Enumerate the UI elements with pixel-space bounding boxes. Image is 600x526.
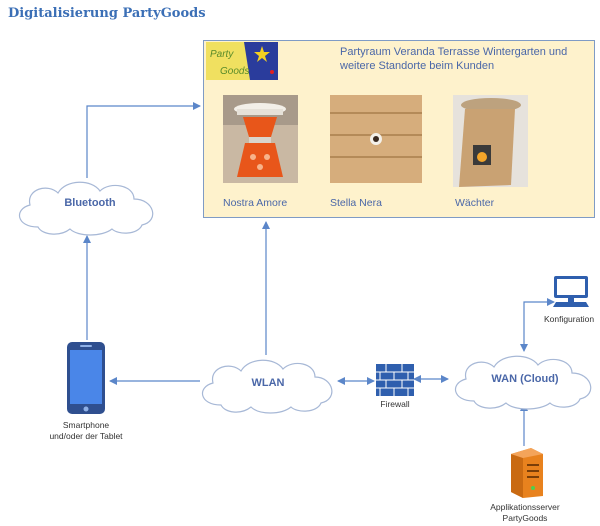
venue-line-2: weitere Standorte beim Kunden [340,60,495,72]
firewall-icon [376,364,414,396]
product-image-stella-nera [330,95,422,183]
cloud-label-wlan: WLAN [251,377,285,389]
cloud-label-bluetooth: Bluetooth [64,197,116,209]
venue-line-1: Partyraum Veranda Terrasse Wintergarten … [340,46,568,58]
product-label-nostra-amore: Nostra Amore [223,197,288,209]
server-label-line-1: Applikationsserver [490,502,560,512]
product-image-waechter [453,95,528,187]
partygoods-logo: Party Goods [206,42,278,80]
firewall-label: Firewall [380,399,410,409]
server-label-line-2: PartyGoods [502,513,548,523]
server-label: Applikationsserver PartyGoods [470,502,580,524]
cloud-bluetooth [19,181,154,236]
diagram-title: Digitalisierung PartyGoods [8,6,206,21]
server-icon [511,448,543,498]
product-image-nostra-amore [223,95,298,183]
smartphone-label: Smartphone und/oder der Tablet [36,420,136,442]
svg-text:Party: Party [210,49,234,60]
svg-text:Goods: Goods [220,66,249,77]
product-label-waechter: Wächter [455,197,495,209]
konfiguration-label: Konfiguration [543,314,595,324]
link-wan-konfiguration [520,298,555,352]
product-label-stella-nera: Stella Nera [330,197,382,209]
cloud-wlan [202,359,333,414]
smartphone-icon [67,342,105,414]
link-bluetooth-venue [86,102,201,178]
smartphone-label-line-1: Smartphone [62,420,110,430]
cloud-label-wan: WAN (Cloud) [491,373,559,385]
computer-icon [553,276,589,307]
smartphone-label-line-2: und/oder der Tablet [49,431,123,441]
venue-description: Partyraum Veranda Terrasse Wintergarten … [340,45,590,73]
cloud-wan [455,355,592,410]
